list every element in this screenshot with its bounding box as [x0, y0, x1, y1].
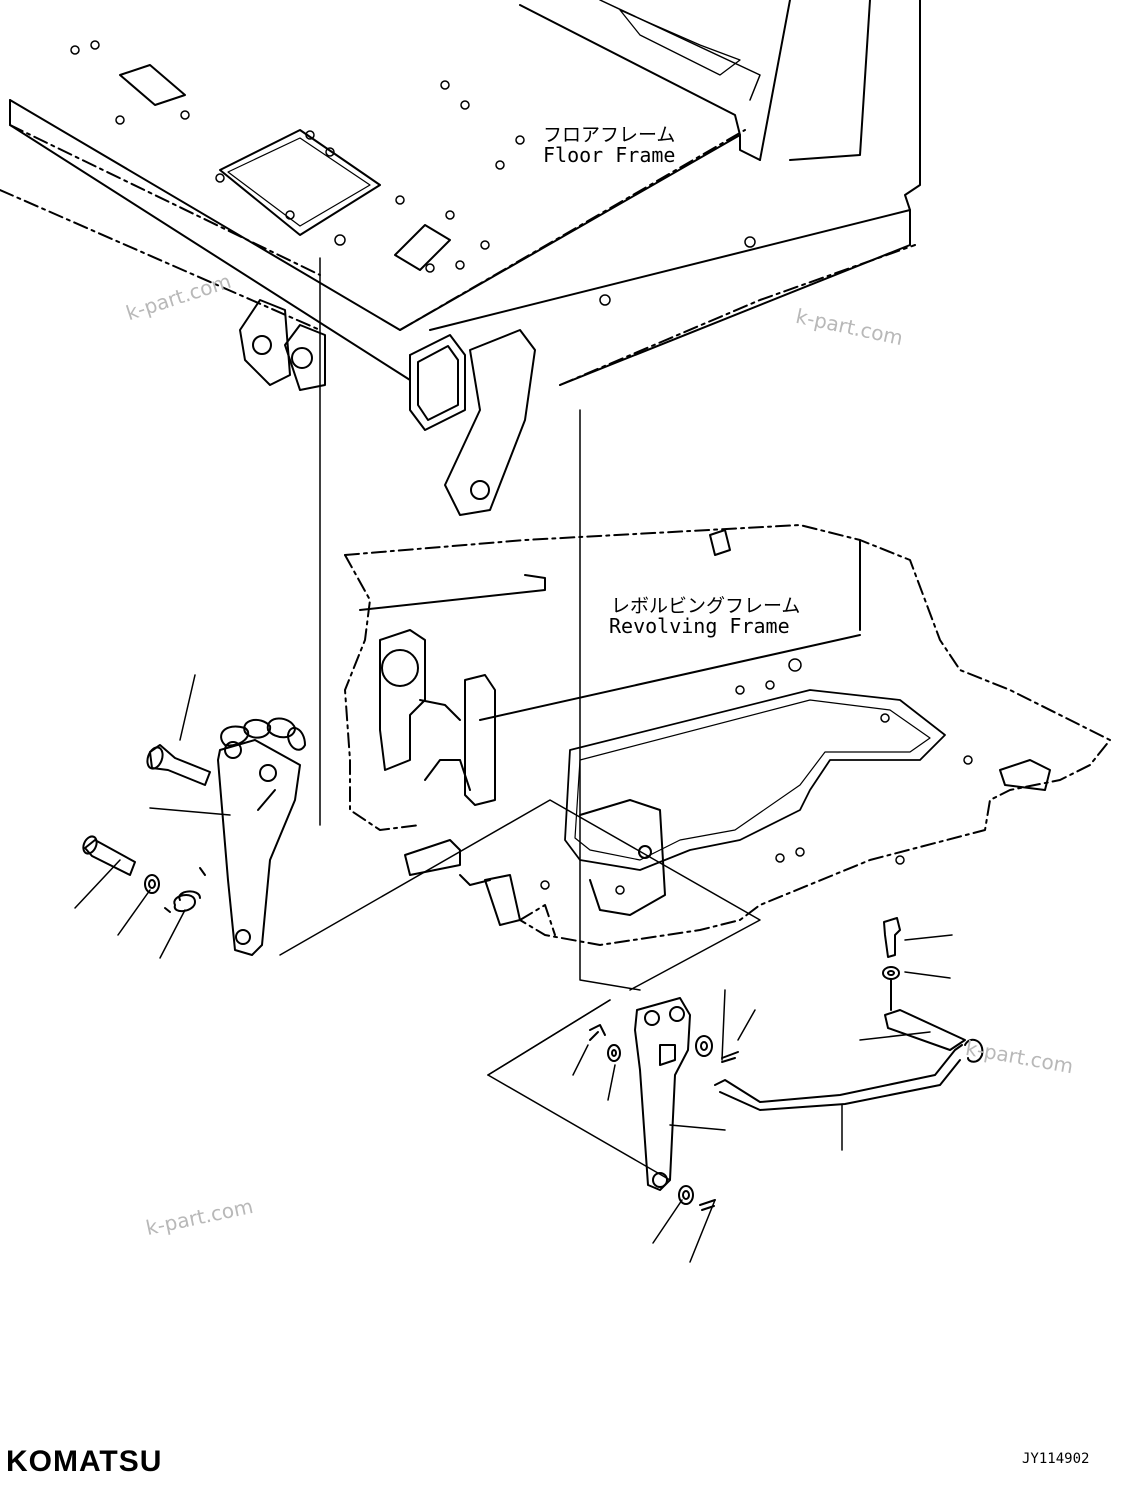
- revolving-frame-jp-label: レボルビングフレーム: [611, 595, 801, 617]
- floor-frame-en-label: Floor Frame: [543, 143, 676, 167]
- assembly-lines: [74, 257, 953, 1263]
- lock-lever-right: [589, 917, 984, 1211]
- floor-frame-jp-label: フロアフレーム: [543, 124, 676, 146]
- revolving-frame: [344, 524, 1111, 946]
- lock-lever-left: [82, 717, 306, 956]
- floor-frame: [0, 0, 921, 516]
- revolving-frame-en-label: Revolving Frame: [609, 614, 790, 638]
- drawing-code: JY114902: [1022, 1451, 1090, 1467]
- komatsu-logo: KOMATSU: [6, 1445, 163, 1478]
